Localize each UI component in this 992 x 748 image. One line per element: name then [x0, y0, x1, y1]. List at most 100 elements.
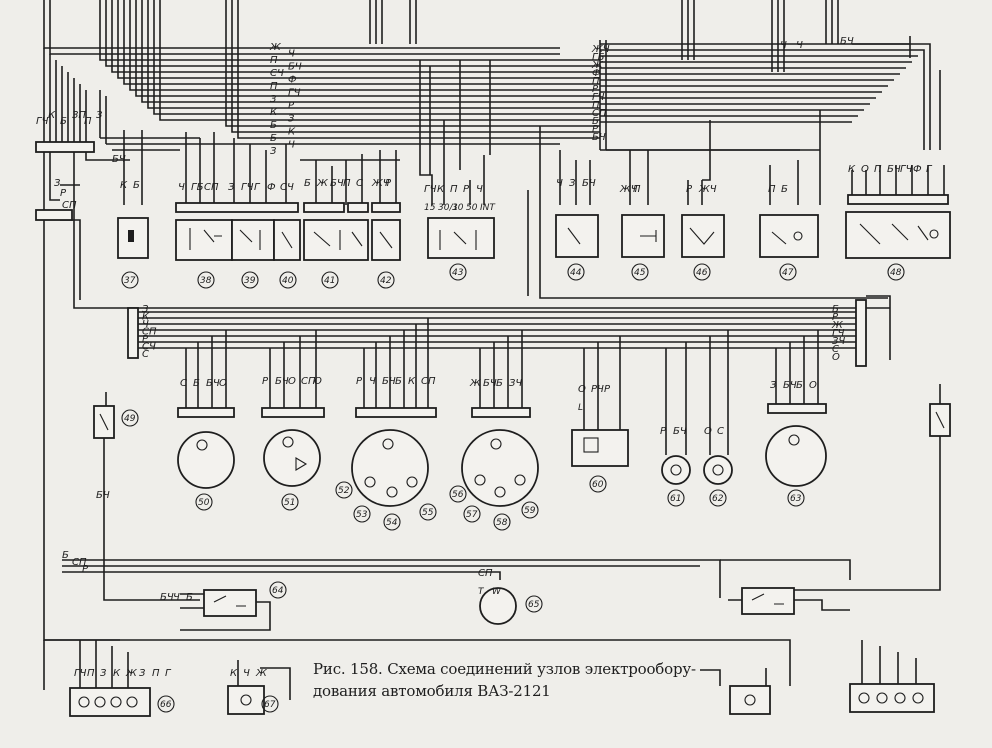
component-pin-label: 50: [466, 203, 478, 213]
component-pin-label: L: [578, 403, 583, 413]
component-number: 45: [634, 268, 646, 278]
component-number-ring: [241, 271, 259, 289]
bus-wire-label: Ч: [142, 319, 149, 330]
component-number-ring: [353, 505, 371, 523]
component-wire-label: К: [120, 180, 128, 191]
component-47: [759, 214, 819, 258]
component-pin-label: 30: [452, 203, 464, 213]
component-wire-label: О: [314, 376, 322, 387]
component-wire-label: О: [809, 380, 817, 391]
component-wire-label: С: [717, 426, 724, 437]
component-41: [303, 219, 369, 261]
component-wire-label: Ж: [316, 178, 329, 189]
component-wire-label: П: [343, 178, 351, 189]
component-number-ring: [693, 263, 711, 281]
component-wire-label: СЧ: [280, 182, 294, 193]
figure-caption: Рис. 158. Схема соединений узлов электро…: [313, 660, 696, 700]
component-number: 59: [524, 506, 536, 516]
component-number: 49: [124, 414, 136, 424]
component-44: [555, 214, 599, 258]
harness-wire-label: СЧ: [270, 68, 284, 79]
harness-wire-label: Ж: [269, 42, 282, 53]
component-number-ring: [335, 481, 353, 499]
harness-wire-label: БЧ: [288, 62, 302, 73]
component-wire-label: З: [569, 178, 576, 189]
left-wire-label: СП: [62, 200, 77, 211]
harness-wire-label: Р: [288, 101, 295, 112]
harness-wire-label: Ч: [780, 40, 787, 51]
component-wire-label: СП: [478, 568, 493, 579]
left-wire-label: ГЧ: [36, 116, 49, 127]
component-wire-label: О: [219, 378, 227, 389]
component-pin-label: 30/1: [438, 203, 458, 213]
component-wire-label: К: [437, 184, 445, 195]
component-number: 67: [264, 700, 276, 710]
component-wire-label: Г: [165, 668, 172, 679]
component-wire-label: БЧ: [582, 178, 596, 189]
component-number-ring: [449, 263, 467, 281]
component-wire-label: БЧ: [330, 178, 344, 189]
component-number: 42: [380, 276, 392, 286]
component-42: [371, 219, 401, 261]
component-60: [571, 429, 629, 467]
component-63: [765, 425, 827, 487]
component-wire-label: БЧ: [382, 376, 396, 387]
component-wire-label: Ф: [267, 182, 276, 193]
component-number: 63: [790, 494, 802, 504]
component-number: 44: [570, 268, 582, 278]
bottom-wire-label: Б: [62, 550, 69, 561]
component-number: 65: [528, 600, 540, 610]
component-number-ring: [779, 263, 797, 281]
component-number: 53: [356, 510, 368, 520]
bus-wire-label: ГЧ: [832, 328, 845, 339]
component-wire-label: СП: [204, 182, 219, 193]
component-wire-label: Р: [463, 184, 470, 195]
component-wire-label: Ч: [173, 592, 180, 603]
component-51: [263, 429, 321, 487]
top-components: [117, 211, 951, 261]
component-wire-label: Б: [133, 180, 140, 191]
component-wire-label: Р: [356, 376, 363, 387]
harness-wire-label: П: [592, 76, 600, 87]
component-wire-label: Ч: [369, 376, 376, 387]
harness-wire-label: ГЧ: [288, 88, 301, 99]
bottom-wire-label: Р: [82, 564, 89, 575]
component-number-ring: [887, 263, 905, 281]
harness-wire-label: Ч: [796, 40, 803, 51]
component-wire-label: Р: [686, 184, 693, 195]
component-wire-label: ГЧ: [74, 668, 87, 679]
component-number-ring: [787, 489, 805, 507]
component-number-ring: [261, 695, 279, 713]
bus-wire-label: К: [142, 312, 150, 323]
component-number-ring: [281, 493, 299, 511]
bus-wire-label: З: [142, 304, 149, 315]
component-wire-label: СП: [421, 376, 436, 387]
component-number: 61: [670, 494, 681, 504]
component-number-ring: [121, 409, 139, 427]
component-wire-label: Б: [496, 378, 503, 389]
component-wire-label: ЖЧ: [371, 178, 390, 189]
harness-wire-label: Ф: [592, 68, 601, 79]
component-wire-label: Ч: [556, 178, 563, 189]
component-pin-label: W: [492, 587, 502, 597]
component-67-left: [227, 685, 265, 715]
harness-wire-label: Б: [270, 133, 277, 144]
component-48: [845, 211, 951, 259]
harness-wire-label: Б: [270, 120, 277, 131]
component-wire-label: Р: [604, 384, 611, 395]
component-wire-label: БЧ: [783, 380, 797, 391]
component-number: 52: [338, 486, 350, 496]
component-wire-label: ЗЧ: [509, 378, 522, 389]
component-wire-label: К: [230, 668, 238, 679]
component-number-ring: [567, 263, 585, 281]
harness-wire-label: Ч: [288, 140, 295, 151]
component-wire-label: Ч: [476, 184, 483, 195]
harness-wire-label: СП: [592, 108, 607, 119]
component-number-ring: [631, 263, 649, 281]
component-wire-label: Б: [796, 380, 803, 391]
component-number: 40: [282, 276, 294, 286]
component-wire-label: ГЧ: [241, 182, 254, 193]
component-wire-label: О: [288, 376, 296, 387]
